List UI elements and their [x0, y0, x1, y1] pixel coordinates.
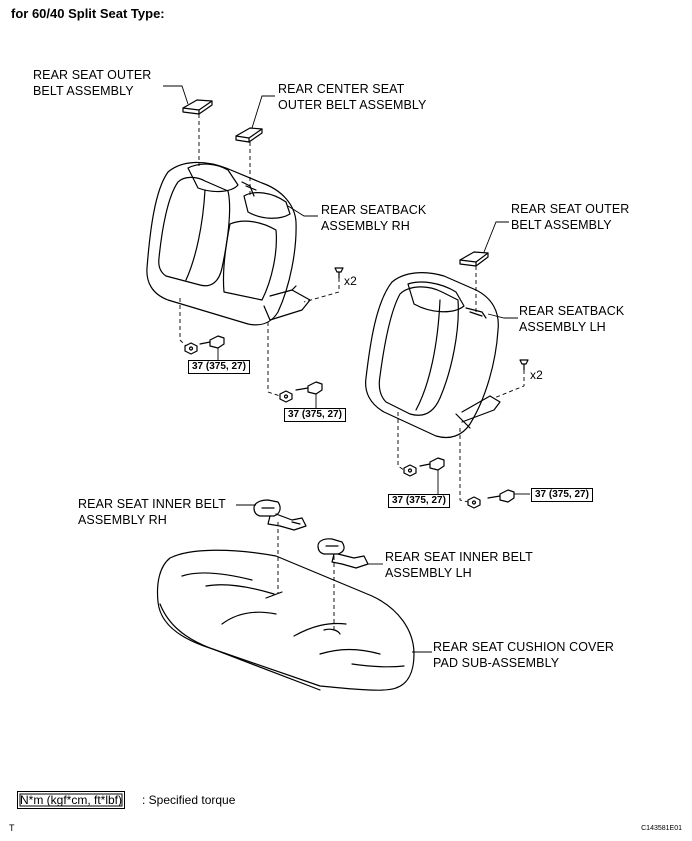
torque-spec-rh-2: 37 (375, 27): [284, 408, 346, 422]
label-seatback-rh-line1: REAR SEATBACK: [321, 203, 427, 217]
torque-legend-text: : Specified torque: [142, 793, 236, 807]
label-center-belt-line1: REAR CENTER SEAT: [278, 82, 405, 96]
seatback-lh: [365, 272, 501, 439]
quantity-lh: x2: [530, 368, 543, 382]
inner-belt-rh-part: [253, 499, 307, 531]
label-outer-belt-rh-line1: REAR SEAT OUTER: [33, 68, 152, 82]
nut-rh-2: [279, 390, 293, 403]
label-seatback-lh-line1: REAR SEATBACK: [519, 304, 625, 318]
torque-unit-legend: N*m (kgf*cm, ft*lbf): [17, 791, 126, 809]
label-cushion-line1: REAR SEAT CUSHION COVER: [433, 640, 615, 654]
leader-lines: [163, 85, 530, 653]
seat-cushion: [156, 549, 415, 691]
bolt-lh-2: [487, 489, 515, 503]
torque-spec-lh-1: 37 (375, 27): [388, 494, 450, 508]
bolt-rh-2: [295, 381, 323, 395]
label-outer-belt-rh-line2: BELT ASSEMBLY: [33, 84, 134, 98]
footer-marker: T: [9, 823, 15, 833]
label-seatback-lh-line2: ASSEMBLY LH: [519, 320, 606, 334]
outer-belt-lh-part: [459, 251, 489, 267]
label-seatback-rh-line2: ASSEMBLY RH: [321, 219, 410, 233]
outer-belt-rh-part: [182, 99, 213, 115]
nut-rh-1: [184, 342, 198, 355]
label-inner-belt-lh-line2: ASSEMBLY LH: [385, 566, 472, 580]
quantity-rh: x2: [344, 274, 357, 288]
label-inner-belt-rh-line1: REAR SEAT INNER BELT: [78, 497, 226, 511]
label-outer-belt-lh-line2: BELT ASSEMBLY: [511, 218, 612, 232]
label-outer-belt-lh-line1: REAR SEAT OUTER: [511, 202, 630, 216]
illustration-code: C143581E01: [641, 825, 682, 832]
nut-lh-2: [467, 496, 481, 509]
torque-spec-lh-2: 37 (375, 27): [531, 488, 593, 502]
seatback-rh: [146, 161, 311, 326]
label-inner-belt-lh-line1: REAR SEAT INNER BELT: [385, 550, 533, 564]
clip-lh: [519, 359, 529, 371]
page-title: for 60/40 Split Seat Type:: [11, 6, 165, 21]
label-inner-belt-rh-line2: ASSEMBLY RH: [78, 513, 167, 527]
assembly-lines: [179, 114, 525, 632]
nut-lh-1: [403, 464, 417, 477]
center-belt-part: [235, 127, 263, 143]
label-cushion-line2: PAD SUB-ASSEMBLY: [433, 656, 560, 670]
bolt-lh-1: [419, 457, 445, 471]
inner-belt-lh-part: [317, 538, 369, 569]
bolt-rh-1: [199, 335, 225, 349]
label-center-belt-line2: OUTER BELT ASSEMBLY: [278, 98, 427, 112]
torque-spec-rh-1: 37 (375, 27): [188, 360, 250, 374]
clip-rh: [334, 267, 344, 279]
